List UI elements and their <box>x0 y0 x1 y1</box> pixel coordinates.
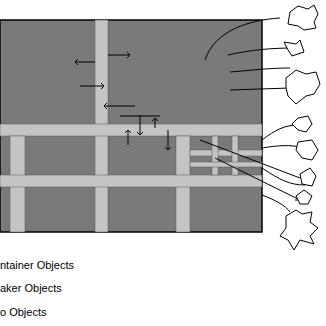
legend-label: ntainer Objects <box>0 259 74 272</box>
legend-label: o Objects <box>0 306 46 319</box>
legend-label: aker Objects <box>0 282 62 295</box>
